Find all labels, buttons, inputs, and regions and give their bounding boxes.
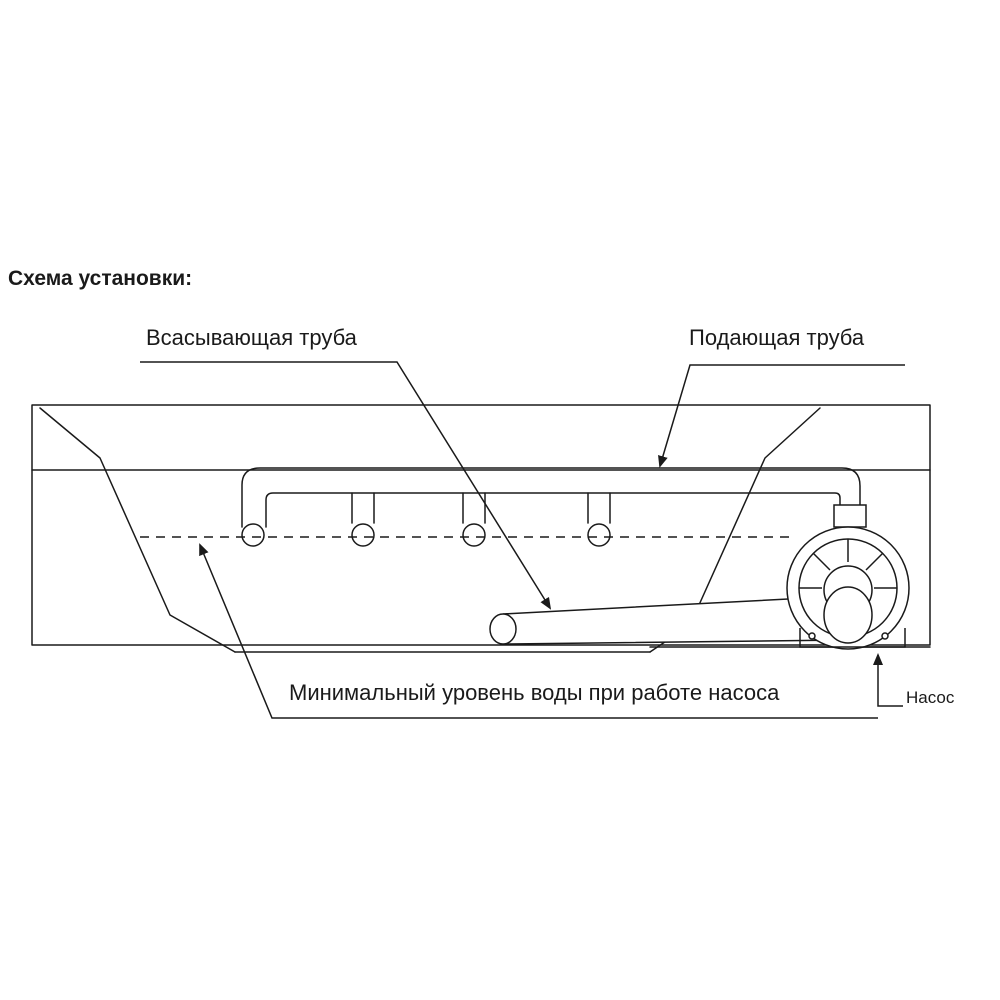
supply-pipe-leader [658,364,905,468]
pump-bolt-1 [808,632,816,640]
pump [786,504,910,650]
pump-leader [873,653,903,707]
supply-pipe-label: Подающая труба [689,325,865,350]
min-water-level-label: Минимальный уровень воды при работе насо… [289,680,780,705]
jet-nozzle-3 [462,523,486,547]
pump-inlet [823,586,873,644]
jet-nozzle-4 [587,523,611,547]
suction-pipe-label: Всасывающая труба [146,325,357,350]
supply-branch-3 [587,492,611,524]
bathtub-outline [31,404,931,646]
pump-base [799,628,906,648]
jet-nozzle-1 [241,523,265,547]
jet-nozzle-2 [351,523,375,547]
pump-fins [799,539,897,589]
pump-outlet [833,504,867,528]
pump-label: Насос [906,688,955,707]
min-water-level-leader [199,543,878,719]
bathtub-left-slope [39,407,236,653]
supply-branch-1 [351,492,375,524]
pump-bolt-2 [881,632,889,640]
suction-pipe-inlet [489,613,517,645]
suction-pipe-leader [140,361,552,610]
supply-pipe-inner [265,492,841,528]
supply-pipe-outer [241,467,861,528]
page-title: Схема установки: [8,267,193,290]
supply-branch-2 [462,492,486,524]
